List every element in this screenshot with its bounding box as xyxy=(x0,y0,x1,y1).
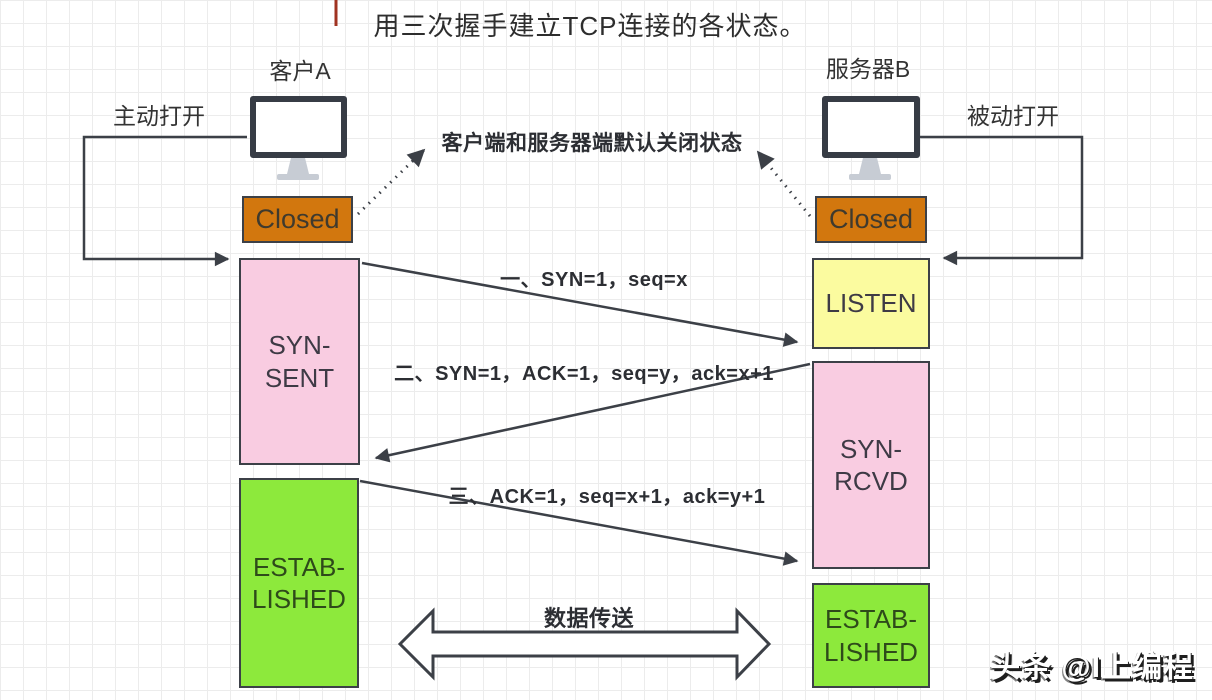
syn-rcvd-label-line2: RCVD xyxy=(834,466,908,496)
server-listen-state-box: LISTEN xyxy=(812,258,930,349)
server-closed-dotted-arrow xyxy=(756,150,812,217)
syn-rcvd-label-line1: SYN- xyxy=(839,433,903,464)
client-established-label-line1: ESTAB- xyxy=(253,551,345,582)
syn-sent-label-line1: SYN- xyxy=(268,330,331,360)
diagram-title: 用三次握手建立TCP连接的各状态。 xyxy=(373,11,807,41)
server-syn-rcvd-state-box: SYN- RCVD xyxy=(812,361,930,569)
data-transfer-label: 数据传送 xyxy=(543,606,635,631)
active-open-label: 主动打开 xyxy=(113,103,205,129)
client-monitor-screen xyxy=(250,96,347,158)
client-monitor-stand xyxy=(287,158,309,174)
client-closed-label: Closed xyxy=(255,204,340,234)
watermark-text: 头条 @I上编程 xyxy=(990,651,1194,684)
listen-label: LISTEN xyxy=(825,288,917,319)
client-syn-sent-state-box: SYN- SENT xyxy=(239,258,360,465)
client-established-label-line2: LISHED xyxy=(252,584,346,614)
server-established-state-box: ESTAB- LISHED xyxy=(812,583,930,688)
client-closed-dotted-arrow xyxy=(356,148,426,216)
client-name-label: 客户A xyxy=(269,58,331,84)
syn-sent-label-line2: SENT xyxy=(264,362,335,393)
handshake-1-label: 一、SYN=1，seq=x xyxy=(500,269,688,291)
passive-open-label: 被动打开 xyxy=(967,103,1059,129)
server-closed-state-box: Closed xyxy=(815,196,927,243)
client-established-state-box: ESTAB- LISHED xyxy=(239,478,359,688)
server-name-label: 服务器B xyxy=(825,56,911,82)
handshake-2-label: 二、SYN=1，ACK=1，seq=y，ack=x+1 xyxy=(394,363,774,385)
server-established-label-line2: LISHED xyxy=(824,636,918,667)
server-monitor-base xyxy=(849,174,891,180)
default-closed-note: 客户端和服务器端默认关闭状态 xyxy=(441,132,743,155)
handshake-3-label: 三、ACK=1，seq=x+1，ack=y+1 xyxy=(448,486,766,508)
server-monitor-stand xyxy=(859,158,881,174)
client-monitor-base xyxy=(277,174,319,180)
active-open-connector-arrow xyxy=(82,135,247,267)
server-established-label-line1: ESTAB- xyxy=(825,604,917,634)
client-closed-state-box: Closed xyxy=(242,196,353,243)
passive-open-connector-arrow xyxy=(920,135,1084,266)
server-closed-label: Closed xyxy=(828,204,914,234)
server-monitor-screen xyxy=(822,96,920,158)
